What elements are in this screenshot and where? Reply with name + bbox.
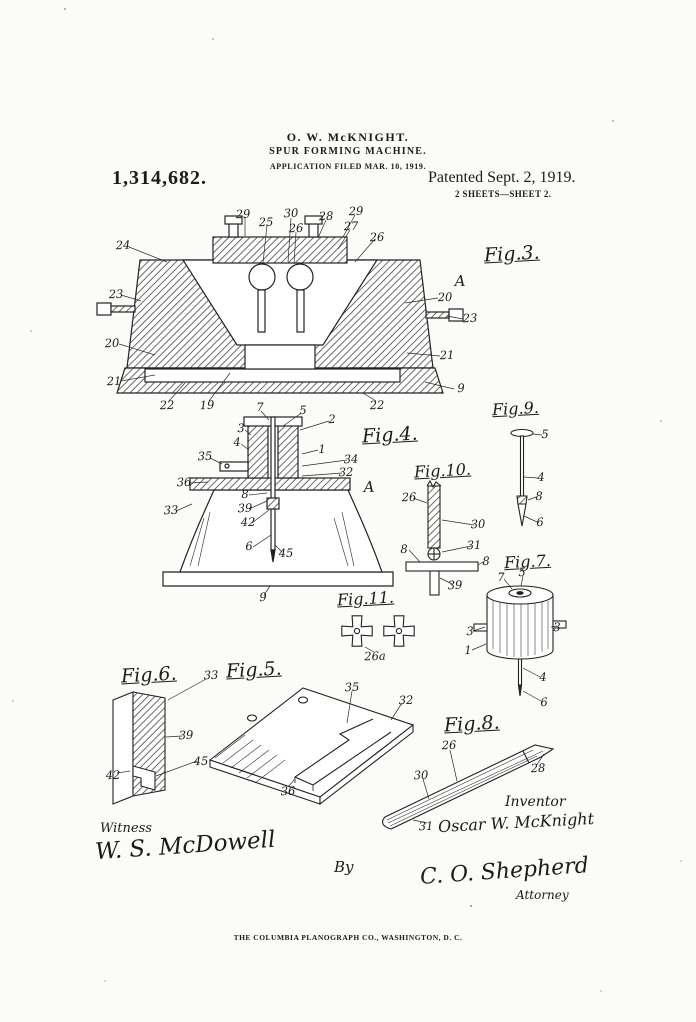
ref-numeral: 26 xyxy=(441,737,457,753)
ref-numeral: 45 xyxy=(278,545,294,561)
ref-numeral: 19 xyxy=(199,397,215,413)
ref-numeral: 22 xyxy=(159,397,175,413)
ref-numeral: 36 xyxy=(176,474,192,490)
ref-numeral: 30 xyxy=(283,205,299,221)
ref-numeral: 3 xyxy=(237,420,245,436)
ref-numeral: 4 xyxy=(539,669,547,685)
ref-numeral: 30 xyxy=(470,516,486,532)
ref-numeral: 7 xyxy=(497,569,505,585)
header-title-line: SPUR FORMING MACHINE. xyxy=(269,146,427,157)
ref-numeral: 42 xyxy=(105,767,121,783)
ref-numeral: 6 xyxy=(536,514,544,530)
fig9-illustration xyxy=(510,428,543,527)
ref-numeral: 6 xyxy=(245,538,253,554)
ref-numeral: 8 xyxy=(535,488,543,504)
ref-numeral: 3 xyxy=(466,623,474,639)
ref-numeral: A xyxy=(363,477,375,497)
ref-numeral: 28 xyxy=(530,760,546,776)
ref-numeral: 31 xyxy=(466,537,482,553)
ref-numeral: 45 xyxy=(193,753,209,769)
ref-numeral: 7 xyxy=(256,399,264,415)
fig4-illustration xyxy=(162,410,394,596)
ref-numeral: A xyxy=(454,271,466,291)
fig5-illustration xyxy=(208,687,415,806)
witness-label: Witness xyxy=(100,821,152,836)
ref-numeral: 23 xyxy=(108,286,124,302)
fig10-illustration xyxy=(405,479,484,596)
header-inventor-line: O. W. McKNIGHT. xyxy=(286,130,410,144)
ref-numeral: 24 xyxy=(115,237,131,253)
ref-numeral: 39 xyxy=(447,577,463,593)
ref-numeral: 8 xyxy=(241,486,249,502)
ref-numeral: 33 xyxy=(203,667,219,683)
ref-numeral: 29 xyxy=(235,206,251,222)
ref-numeral: 3 xyxy=(553,619,561,635)
inventor-label: Inventor xyxy=(505,794,566,810)
ref-numeral: 20 xyxy=(104,335,120,351)
ref-numeral: 32 xyxy=(398,692,414,708)
ref-numeral: 39 xyxy=(237,500,253,516)
ref-numeral: 25 xyxy=(258,214,274,230)
patent-number: 1,314,682. xyxy=(112,167,207,189)
fig11-illustration xyxy=(341,615,415,653)
printer-line: THE COLUMBIA PLANOGRAPH CO., WASHINGTON,… xyxy=(233,933,463,942)
ref-numeral: 21 xyxy=(106,373,122,389)
ref-numeral: 20 xyxy=(437,289,453,305)
ref-numeral: 35 xyxy=(344,679,360,695)
ref-numeral: 23 xyxy=(462,310,478,326)
ref-numeral: 9 xyxy=(457,380,465,396)
ref-numeral: 9 xyxy=(259,589,267,605)
ref-numeral: 5 xyxy=(541,426,549,442)
ref-numeral: 1 xyxy=(318,441,326,457)
ref-numeral: 2 xyxy=(328,411,336,427)
fig7-illustration xyxy=(471,575,567,702)
sheet-note: 2 SHEETS—SHEET 2. xyxy=(455,189,552,199)
ref-numeral: 26 xyxy=(288,220,304,236)
ref-numeral: 1 xyxy=(464,642,472,658)
ref-numeral: 30 xyxy=(413,767,429,783)
fig6-illustration xyxy=(112,678,207,805)
fig3-illustration xyxy=(96,214,464,402)
ref-numeral: 29 xyxy=(348,203,364,219)
ref-numeral: 35 xyxy=(197,448,213,464)
ref-numeral: 8 xyxy=(400,541,408,557)
attorney-label: Attorney xyxy=(516,888,569,902)
ref-numeral: 8 xyxy=(482,553,490,569)
fig8-illustration xyxy=(382,744,555,830)
header-application-line: APPLICATION FILED MAR. 10, 1919. xyxy=(269,162,427,171)
ref-numeral: 4 xyxy=(537,469,545,485)
ref-numeral: 32 xyxy=(338,464,354,480)
ref-numeral: 5 xyxy=(518,564,526,580)
scan-speckles xyxy=(64,8,66,10)
ref-numeral: 36 xyxy=(280,783,296,799)
ref-numeral: 26 xyxy=(369,229,385,245)
ref-numeral: 31 xyxy=(418,818,434,834)
ref-numeral: 6 xyxy=(540,694,548,710)
ref-numeral: 22 xyxy=(369,397,385,413)
by-label: By xyxy=(334,858,354,876)
ref-numeral: 33 xyxy=(163,502,179,518)
ref-numeral: 21 xyxy=(439,347,455,363)
patented-date: Patented Sept. 2, 1919. xyxy=(428,169,576,186)
ref-numeral: 26a xyxy=(364,648,386,664)
ref-numeral: 27 xyxy=(343,218,359,234)
ref-numeral: 42 xyxy=(240,514,256,530)
ref-numeral: 26 xyxy=(401,489,417,505)
ref-numeral: 28 xyxy=(318,208,334,224)
ref-numeral: 4 xyxy=(233,434,241,450)
ref-numeral: 39 xyxy=(178,727,194,743)
ref-numeral: 5 xyxy=(299,402,307,418)
